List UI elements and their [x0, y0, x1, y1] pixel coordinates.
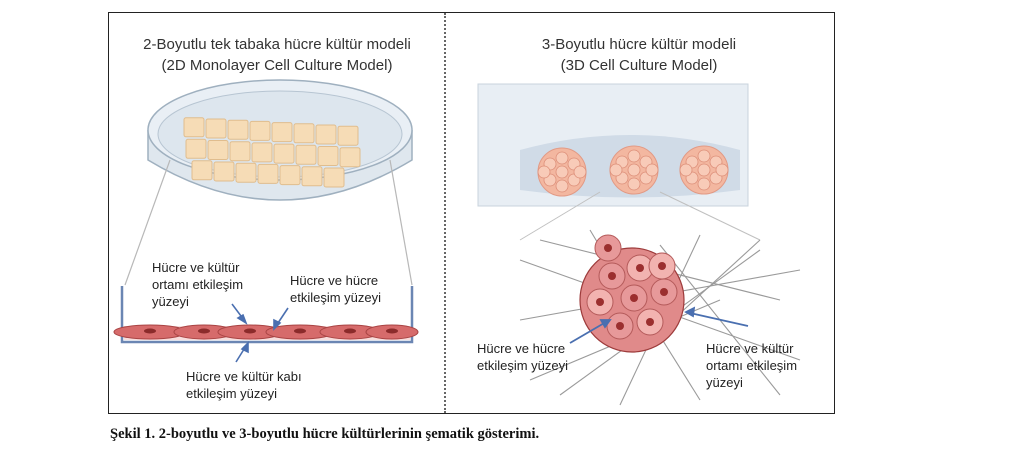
flat-cell-nucleus	[294, 328, 306, 334]
flat-cell-nucleus	[344, 328, 356, 334]
monolayer-cell	[185, 138, 207, 159]
spheroid-cell	[555, 179, 569, 193]
spheroid-cell	[573, 165, 587, 179]
spheroid-cell	[697, 163, 711, 177]
cluster-nucleus	[660, 288, 668, 296]
flat-cell-nucleus	[386, 328, 398, 334]
monolayer-cell	[279, 165, 301, 186]
figure-caption: Şekil 1. 2-boyutlu ve 3-boyutlu hücre kü…	[110, 426, 540, 442]
zoom-line	[659, 191, 761, 241]
spheroid-cell	[609, 163, 623, 177]
monolayer-cell	[183, 117, 205, 138]
panel-divider	[444, 13, 446, 413]
right-panel-title: 3-Boyutlu hücre kültür modeli (3D Cell C…	[446, 34, 832, 76]
label-cell-dish-2d: Hücre ve kültür kabı etkileşim yüzeyi	[186, 369, 302, 401]
monolayer-cell	[339, 147, 361, 168]
spheroids	[537, 145, 729, 197]
spheroid-cell	[555, 165, 569, 179]
monolayer-cell	[271, 122, 293, 143]
spheroid-cell	[555, 151, 569, 165]
left-panel-title: 2-Boyutlu tek tabaka hücre kültür modeli…	[112, 34, 442, 76]
cluster-nucleus	[636, 264, 644, 272]
arrow-head	[273, 318, 282, 331]
zoom-line	[389, 159, 413, 286]
spheroid-cell	[645, 163, 659, 177]
spheroid-cell	[715, 163, 729, 177]
spheroid-cell	[627, 149, 641, 163]
monolayer-cell	[295, 144, 317, 165]
spheroid-cell	[627, 163, 641, 177]
flat-cells	[113, 324, 419, 340]
figure-frame	[108, 12, 835, 414]
monolayer-cell	[229, 141, 251, 162]
monolayer-cell	[213, 161, 235, 182]
arrow-head	[599, 319, 612, 329]
arrow-head	[684, 306, 696, 318]
monolayer-cell	[257, 163, 279, 184]
monolayer-cells	[183, 117, 361, 188]
flat-cell-nucleus	[198, 328, 210, 334]
right-title-tr: 3-Boyutlu hücre kültür modeli	[541, 36, 737, 53]
monolayer-cell	[273, 143, 295, 164]
label-cell-medium-2d: Hücre ve kültür ortamı etkileşim yüzeyi	[152, 260, 244, 309]
cluster-nucleus	[604, 244, 612, 252]
cluster-nucleus	[596, 298, 604, 306]
monolayer-cell	[227, 119, 249, 140]
monolayer-cell	[317, 146, 339, 166]
monolayer-cell	[207, 140, 229, 160]
spheroid-cell	[697, 149, 711, 163]
spheroid-cell	[537, 165, 551, 179]
cluster-nucleus	[616, 322, 624, 330]
cluster-nucleus	[608, 272, 616, 280]
label-cell-cell-2d: Hücre ve hücre etkileşim yüzeyi	[290, 273, 382, 305]
right-title-en: (3D Cell Culture Model)	[560, 57, 718, 74]
flat-cell-nucleus	[244, 328, 256, 334]
left-title-tr: 2-Boyutlu tek tabaka hücre kültür modeli	[143, 36, 411, 53]
monolayer-cell	[249, 120, 271, 141]
left-title-en: (2D Monolayer Cell Culture Model)	[161, 57, 393, 74]
cluster-nucleus	[658, 262, 666, 270]
monolayer-cell	[293, 123, 315, 144]
arrow	[569, 321, 607, 344]
arrow-head	[240, 341, 249, 354]
cluster-nucleus	[630, 294, 638, 302]
label-cell-cell-3d: Hücre ve hücre etkileşim yüzeyi	[477, 341, 569, 373]
arrow	[689, 312, 749, 327]
cell-cluster	[579, 234, 685, 353]
monolayer-cell	[315, 124, 337, 145]
cluster-nucleus	[646, 318, 654, 326]
monolayer-cell	[191, 160, 213, 181]
spheroid-cell	[697, 177, 711, 191]
spheroid-cell	[679, 163, 693, 177]
monolayer-cell	[205, 118, 227, 139]
zoom-line	[124, 159, 171, 286]
label-cell-medium-3d: Hücre ve kültür ortamı etkileşim yüzeyi	[706, 341, 798, 390]
monolayer-cell	[235, 162, 257, 183]
flat-cell-nucleus	[144, 328, 156, 334]
monolayer-cell	[251, 142, 273, 163]
monolayer-cell	[301, 166, 323, 187]
monolayer-cell	[337, 125, 359, 146]
arrow-head	[236, 313, 248, 325]
zoom-line	[519, 191, 601, 241]
monolayer-cell	[323, 167, 345, 188]
spheroid-cell	[627, 177, 641, 191]
